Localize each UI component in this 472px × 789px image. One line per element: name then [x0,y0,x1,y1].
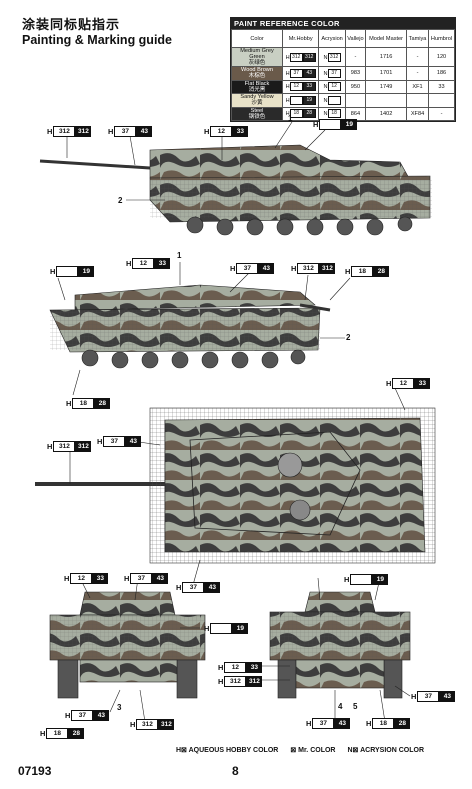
color-name: Sandy Yellow [240,94,274,101]
tank-top-view [35,407,436,564]
tank-rear-view [269,591,411,699]
color-name: Wood Brown [241,67,273,74]
legend-aqueous: H⊠ AQUEOUS HOBBY COLOR [176,747,279,754]
paint-reference-table: PAINT REFERENCE COLOR Color Mr.Hobby Acr… [230,17,456,122]
color-name: Steel [250,107,264,114]
color-name: Medium Grey Green [240,48,274,60]
acrysion-code: 312 [327,52,341,62]
part-label-2: 2 [346,333,351,342]
acrysion-code: 18 [327,109,341,119]
part-label-5: 5 [353,702,358,711]
hobby-code [289,95,303,105]
product-code: 07193 [18,764,52,778]
humbrol-code: 120 [428,47,455,67]
part-label-4: 4 [338,702,343,711]
color-name-cn: 钢铁色 [248,113,266,120]
tank-front-view [49,591,206,699]
tank-side-view-left [39,144,432,236]
hobby-code: 18 [289,109,303,119]
color-name-cn: 沙黄 [251,100,263,107]
hobby-code: 37 [289,68,303,78]
hobby-code: 312 [289,52,303,62]
mr-code: 19 [302,95,316,105]
hobby-code: 12 [289,82,303,92]
vallejo-code: - [344,47,367,67]
model-master-code: 1402 [365,106,408,121]
mr-code: 312 [302,52,316,62]
paint-table-title: PAINT REFERENCE COLOR [231,18,455,29]
color-legend: H⊠ AQUEOUS HOBBY COLOR ⊠ Mr. COLOR N⊠ AC… [176,746,424,754]
page-number: 8 [232,764,239,778]
title-chinese: 涂装同标贴指示 [22,18,121,33]
color-name-cn: 灰绿色 [248,60,266,66]
title-english: Painting & Marking guide [22,33,173,47]
model-master-code: 1716 [365,47,408,67]
part-label-3: 3 [117,703,122,712]
legend-acrysion: N⊠ ACRYSION COLOR [347,747,424,754]
mr-code: 33 [302,82,316,92]
tank-side-view-right [49,284,331,369]
mr-code: 43 [302,68,316,78]
acrysion-code: 12 [327,82,341,92]
color-name-cn: 消光黑 [248,86,266,93]
part-label-1: 1 [177,251,182,260]
acrysion-code: 37 [327,68,341,78]
mr-code: 28 [302,109,316,119]
part-label-1: 1 [288,114,293,123]
part-label-2: 2 [118,196,123,205]
acrysion-code [327,95,341,105]
color-name-cn: 木棕色 [248,73,266,80]
legend-mr-color: ⊠ Mr. COLOR [290,747,336,754]
humbrol-code: - [428,106,455,121]
color-name: Flat Black [244,80,270,87]
